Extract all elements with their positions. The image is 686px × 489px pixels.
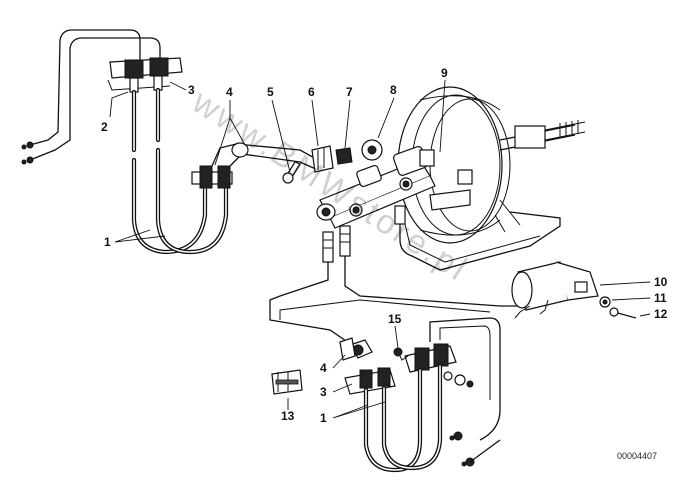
upper-flexible-hoses: [131, 87, 319, 255]
callout-15: 15: [388, 312, 402, 326]
callout-12: 12: [654, 307, 668, 321]
callout-4-lower: 4: [320, 361, 327, 375]
clip-13: [271, 369, 303, 395]
callout-leaders: [109, 79, 651, 419]
callout-10: 10: [654, 275, 668, 289]
callout-8: 8: [390, 83, 397, 97]
master-cylinder: [316, 145, 473, 263]
callout-1-upper: 1: [104, 235, 111, 249]
small-fittings: [282, 139, 383, 184]
callout-5: 5: [267, 85, 274, 99]
callout-2: 2: [101, 120, 108, 134]
callout-9: 9: [441, 66, 448, 80]
callout-7: 7: [346, 85, 353, 99]
callout-4-upper: 4: [226, 85, 233, 99]
callout-6: 6: [308, 85, 315, 99]
callout-3-upper: 3: [188, 83, 195, 97]
brake-booster: [397, 86, 586, 244]
lower-bracket-hoses: [339, 317, 501, 473]
rear-brake-lines: [269, 211, 561, 346]
diagram-part-id: 00004407: [617, 451, 657, 461]
callout-3-lower: 3: [320, 385, 327, 399]
brake-force-regulator: [511, 261, 637, 319]
callout-11: 11: [654, 291, 667, 305]
callout-1-lower: 1: [320, 411, 327, 425]
upper-left-brake-lines: [21, 29, 183, 165]
callout-13: 13: [281, 409, 295, 423]
